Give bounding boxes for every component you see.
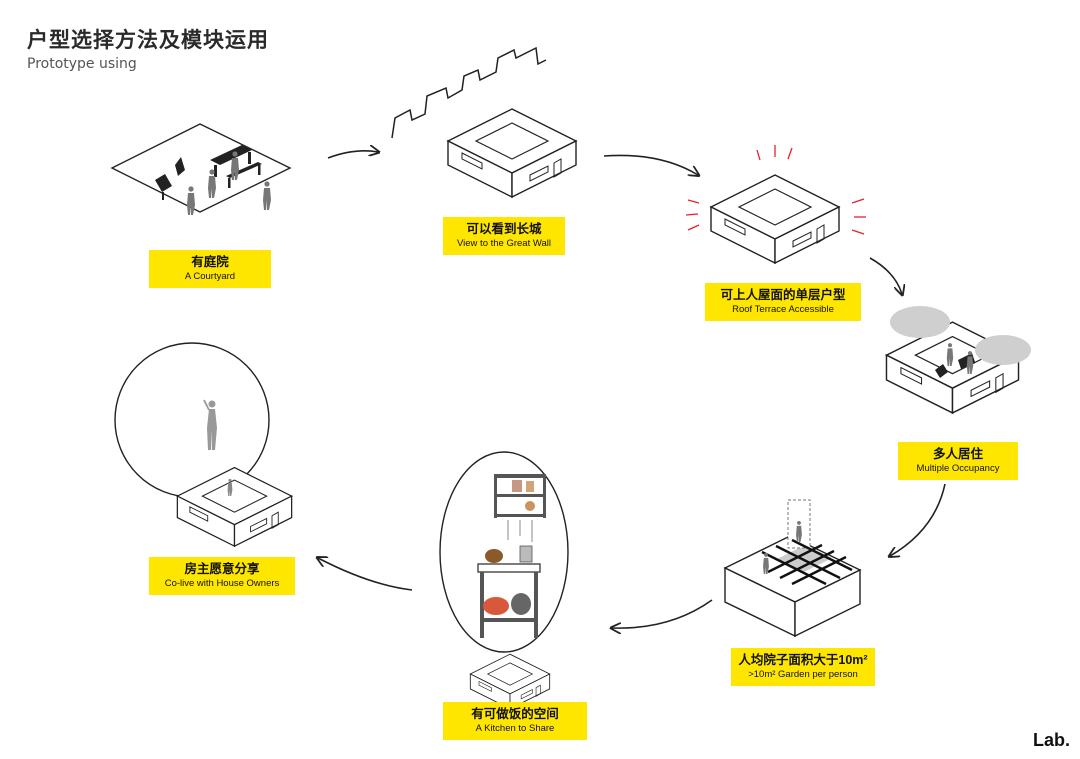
step-label-roof-terrace: 可上人屋面的单层户型 Roof Terrace Accessible (705, 283, 861, 321)
step-label-en: Multiple Occupancy (916, 463, 1000, 474)
roof-terrace-illustration (685, 145, 866, 264)
step-label-zh: 可以看到长城 (466, 222, 542, 236)
brand-logo: Lab. (1032, 730, 1070, 750)
step-label-en: View to the Great Wall (457, 238, 551, 249)
garden-per-person-illustration (723, 499, 862, 638)
multiple-occupancy-illustration (885, 306, 1031, 414)
flow-arrows (318, 151, 946, 628)
step-label-co-live: 房主愿意分享 Co-live with House Owners (149, 557, 295, 595)
step-label-zh: 有可做饭的空间 (471, 707, 559, 721)
step-label-en: A Kitchen to Share (475, 723, 555, 734)
step-label-en: Co-live with House Owners (164, 578, 280, 589)
co-live-illustration (114, 342, 293, 547)
step-label-en: >10m² Garden per person (748, 669, 858, 680)
step-label-great-wall: 可以看到长城 View to the Great Wall (443, 217, 565, 255)
courtyard-illustration (110, 123, 292, 215)
great-wall-view-illustration (391, 46, 577, 198)
page-title: 户型选择方法及模块运用 (27, 28, 269, 52)
step-label-garden-per-person: 人均院子面积大于10m² >10m² Garden per person (731, 648, 875, 686)
step-label-multiple-occupancy: 多人居住 Multiple Occupancy (898, 442, 1018, 480)
step-label-zh: 可上人屋面的单层户型 (720, 288, 846, 302)
step-label-kitchen: 有可做饭的空间 A Kitchen to Share (443, 702, 587, 740)
step-label-en: A Courtyard (184, 271, 236, 282)
kitchen-illustration (439, 451, 569, 710)
step-label-en: Roof Terrace Accessible (732, 304, 834, 315)
step-label-zh: 有庭院 (191, 255, 229, 269)
step-label-courtyard: 有庭院 A Courtyard (149, 250, 271, 288)
step-label-zh: 多人居住 (932, 447, 983, 461)
step-label-zh: 人均院子面积大于10m² (738, 653, 868, 667)
page-subtitle: Prototype using (27, 56, 137, 72)
step-label-zh: 房主愿意分享 (184, 562, 260, 576)
